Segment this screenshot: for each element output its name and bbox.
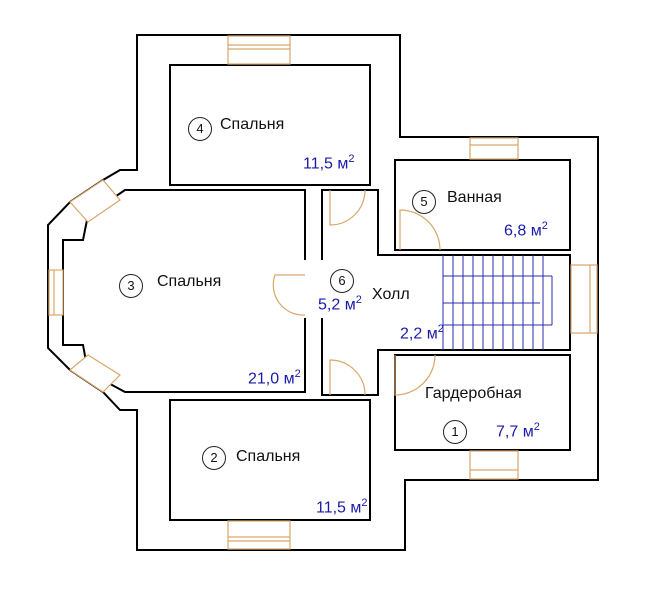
room-3-name: Спальня — [157, 273, 222, 290]
room-3-floor — [62, 189, 306, 393]
room-2-area: 11,5 м2 — [316, 497, 368, 517]
window — [570, 264, 598, 334]
room-4-name: Спальня — [220, 116, 285, 133]
door-room2 — [329, 359, 366, 396]
window — [48, 269, 64, 316]
door-room1 — [394, 354, 436, 396]
doors — [272, 189, 441, 396]
room-1-floor — [394, 354, 571, 451]
hall-opening — [300, 260, 325, 318]
room-3-area: 21,0 м2 — [248, 368, 301, 388]
room-6-area: 5,2 м2 — [318, 294, 362, 314]
room-1-number: 1 — [443, 420, 467, 444]
room-3-number: 3 — [119, 274, 143, 298]
room-5-area: 6,8 м2 — [504, 220, 548, 240]
door-room3 — [272, 274, 306, 316]
room-6-number: 6 — [330, 269, 354, 293]
room-2-number: 2 — [202, 446, 226, 470]
window — [227, 520, 291, 550]
room-4-number: 4 — [188, 117, 212, 141]
staircase — [442, 255, 553, 350]
door-room5 — [399, 209, 441, 251]
window — [469, 137, 519, 160]
room-4-area: 11,5 м2 — [303, 153, 355, 173]
window — [68, 354, 121, 393]
window — [469, 450, 519, 480]
stair-area: 2,2 м2 — [400, 323, 444, 343]
hall-floor — [321, 189, 571, 396]
room-6-name: Холл — [372, 286, 410, 303]
room-1-name: Гардеробная — [425, 385, 522, 402]
window — [69, 179, 121, 223]
room-5-name: Ванная — [447, 189, 502, 206]
windows — [48, 35, 598, 550]
room-5-number: 5 — [412, 190, 436, 214]
window — [227, 35, 291, 65]
door-room4 — [329, 189, 366, 226]
room-2-name: Спальня — [236, 448, 301, 465]
room-1-area: 7,7 м2 — [496, 421, 540, 441]
